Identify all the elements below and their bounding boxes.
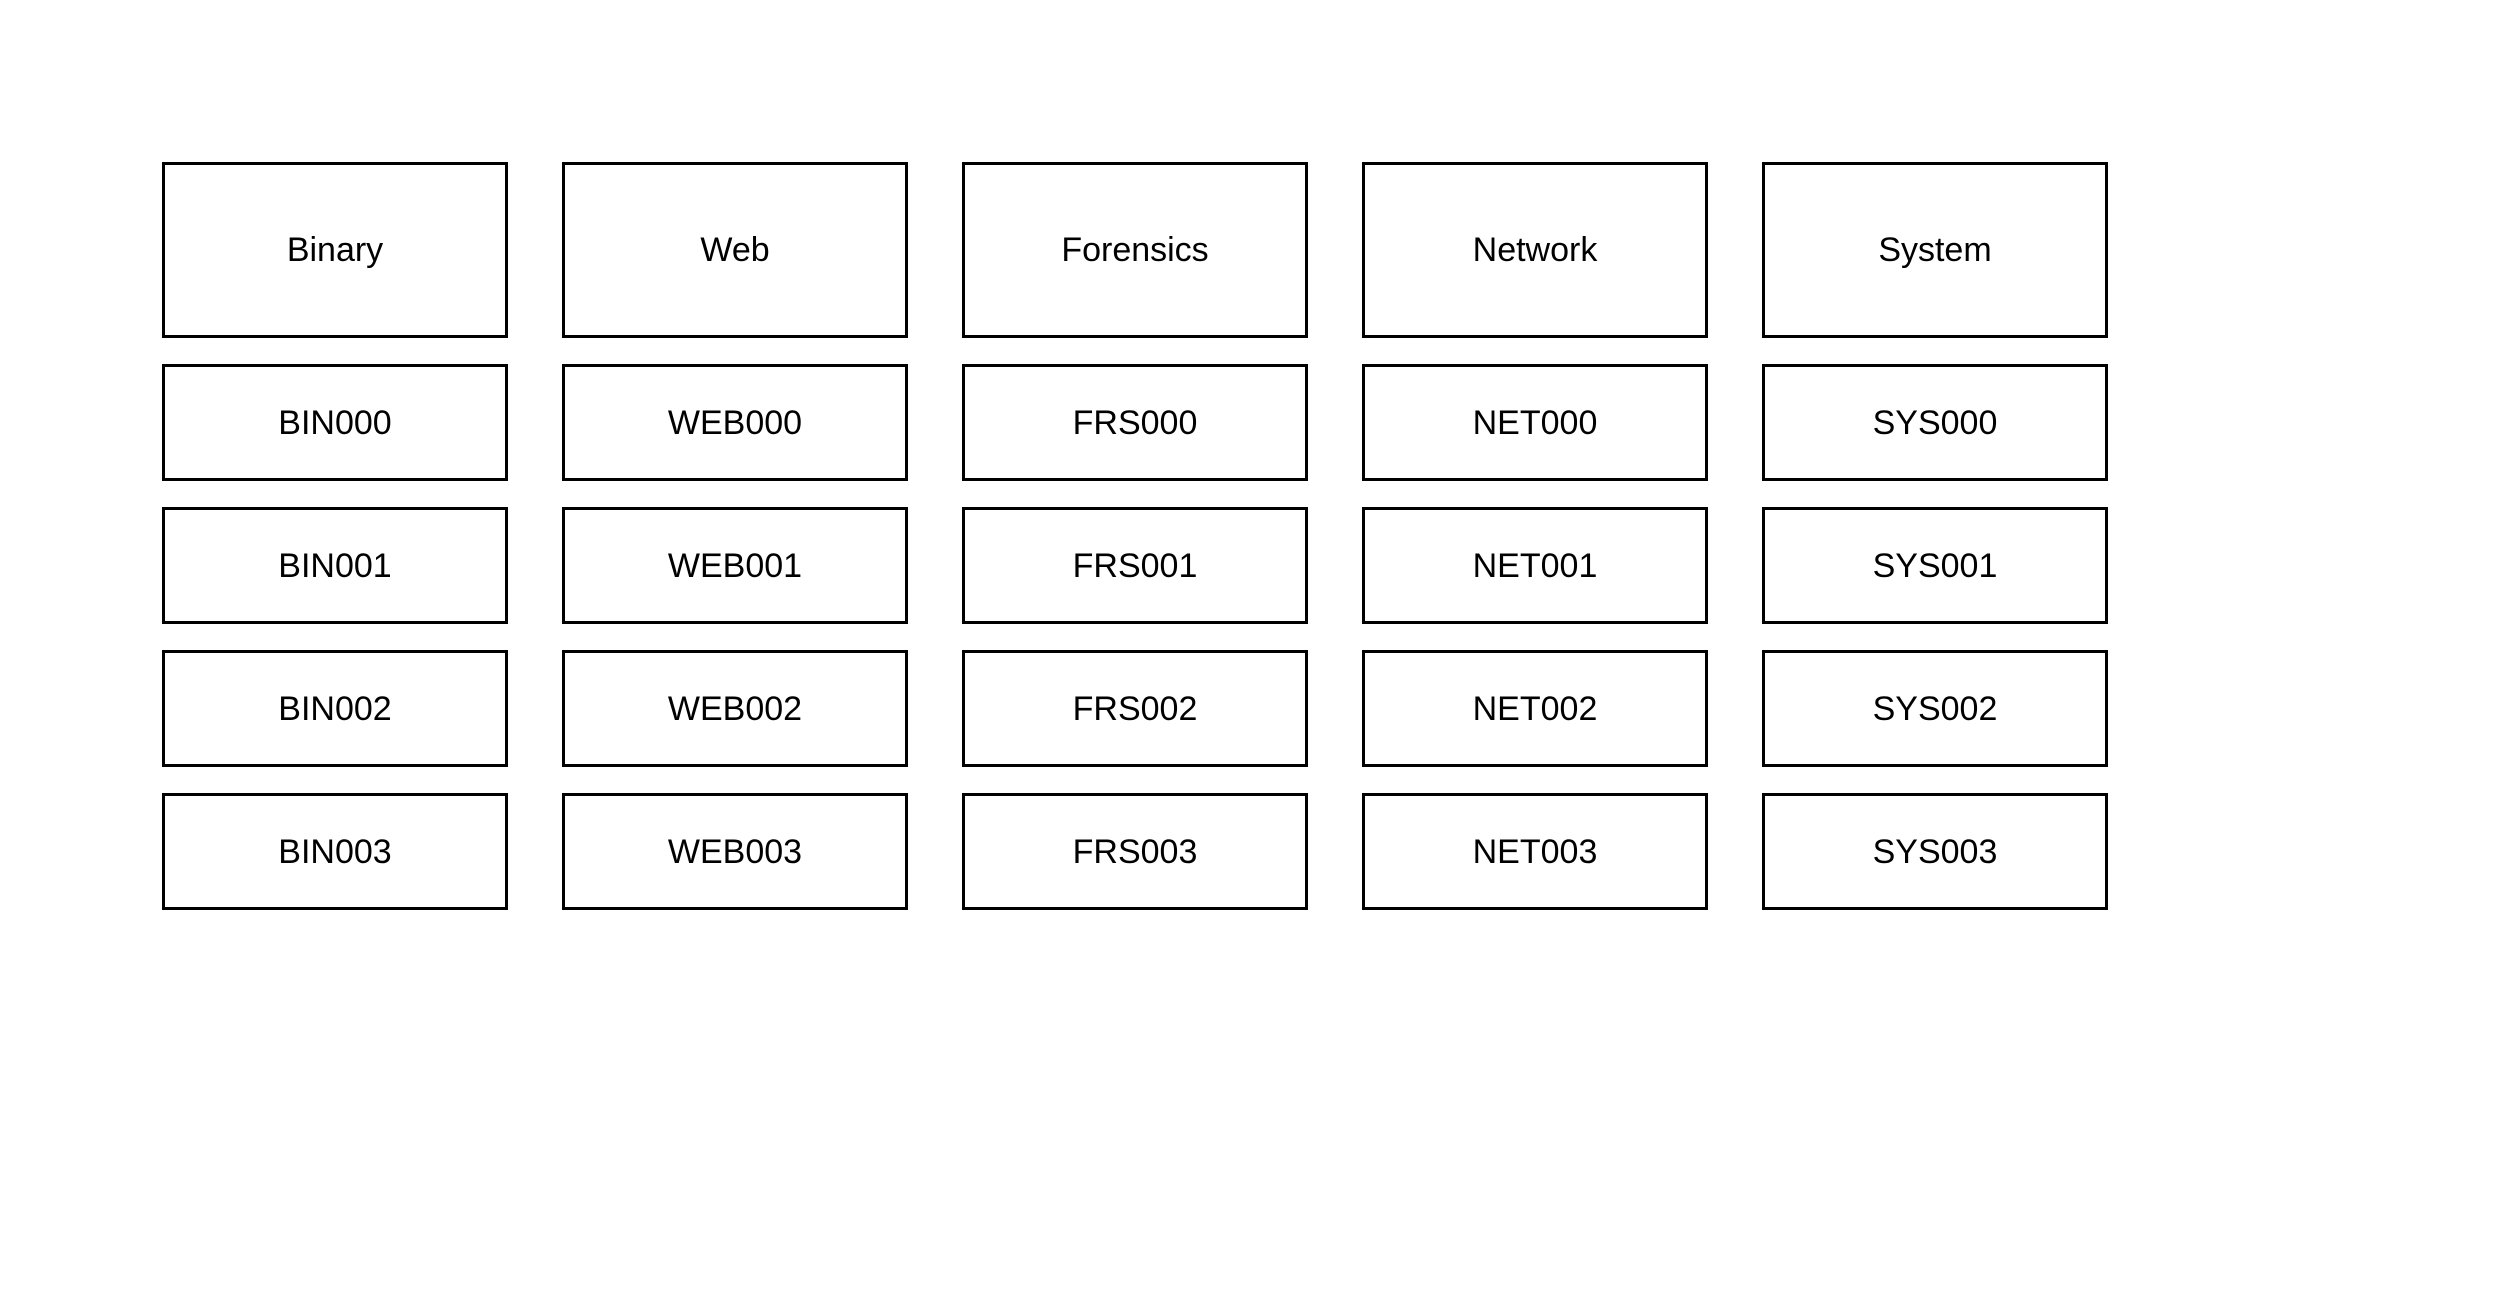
challenge-box: WEB002 (562, 650, 908, 767)
challenge-box: SYS000 (1762, 364, 2108, 481)
challenge-box: NET003 (1362, 793, 1708, 910)
category-column-network: Network NET000 NET001 NET002 NET003 (1362, 162, 1708, 910)
challenge-box: NET001 (1362, 507, 1708, 624)
category-column-system: System SYS000 SYS001 SYS002 SYS003 (1762, 162, 2108, 910)
category-header-forensics: Forensics (962, 162, 1308, 338)
challenge-box: BIN003 (162, 793, 508, 910)
challenge-box: FRS000 (962, 364, 1308, 481)
challenge-box: BIN000 (162, 364, 508, 481)
challenge-box: BIN002 (162, 650, 508, 767)
category-board: Binary BIN000 BIN001 BIN002 BIN003 Web W… (162, 162, 2108, 910)
challenge-box: FRS002 (962, 650, 1308, 767)
challenge-box: NET000 (1362, 364, 1708, 481)
category-header-binary: Binary (162, 162, 508, 338)
challenge-box: WEB003 (562, 793, 908, 910)
challenge-box: SYS002 (1762, 650, 2108, 767)
challenge-box: BIN001 (162, 507, 508, 624)
category-column-web: Web WEB000 WEB001 WEB002 WEB003 (562, 162, 908, 910)
challenge-box: FRS003 (962, 793, 1308, 910)
category-header-web: Web (562, 162, 908, 338)
challenge-box: FRS001 (962, 507, 1308, 624)
category-column-binary: Binary BIN000 BIN001 BIN002 BIN003 (162, 162, 508, 910)
category-header-network: Network (1362, 162, 1708, 338)
category-header-system: System (1762, 162, 2108, 338)
challenge-box: SYS003 (1762, 793, 2108, 910)
challenge-box: WEB000 (562, 364, 908, 481)
challenge-box: NET002 (1362, 650, 1708, 767)
challenge-box: WEB001 (562, 507, 908, 624)
challenge-box: SYS001 (1762, 507, 2108, 624)
category-column-forensics: Forensics FRS000 FRS001 FRS002 FRS003 (962, 162, 1308, 910)
